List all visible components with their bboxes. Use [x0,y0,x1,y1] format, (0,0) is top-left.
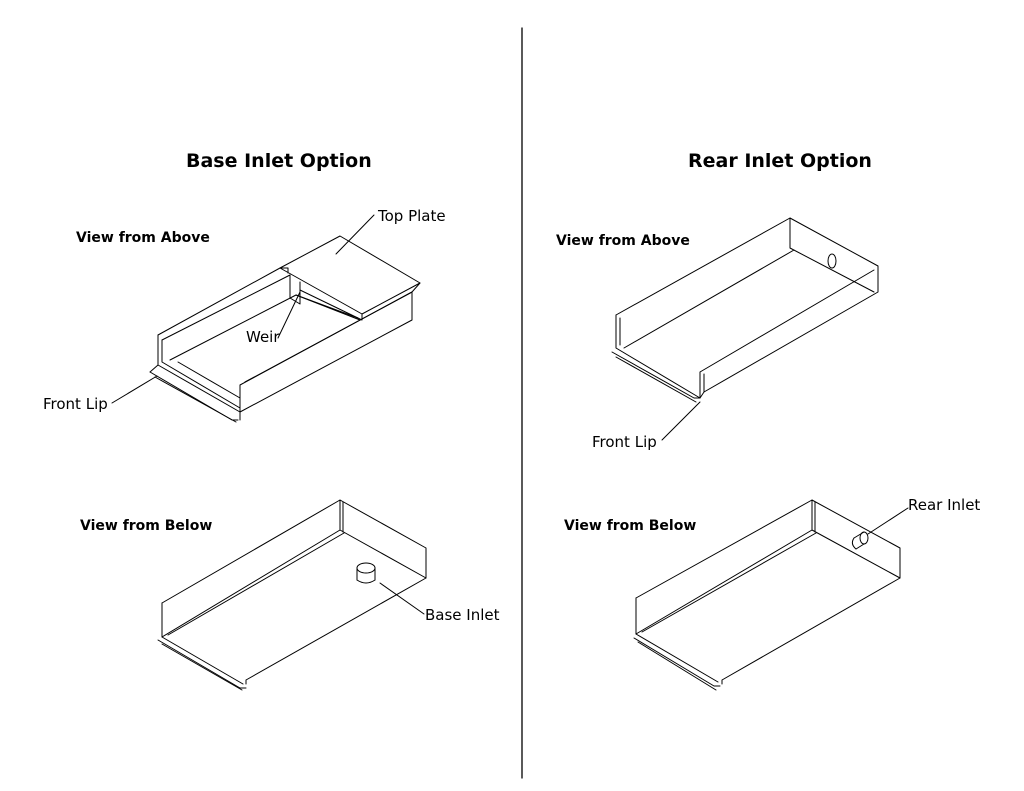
leader-rear-inlet [867,507,909,535]
left-tray-below [157,499,427,691]
callout-front-lip-right: Front Lip [592,433,657,451]
callout-front-lip-left: Front Lip [43,395,108,413]
right-tray-above [611,217,879,403]
left-title: Base Inlet Option [186,150,372,172]
leader-top-plate [335,214,375,255]
right-tray-below [633,499,901,691]
right-title: Rear Inlet Option [688,150,872,172]
left-view-above-label: View from Above [76,230,210,246]
right-view-below-label: View from Below [564,518,697,534]
leader-front-lip-right [661,401,701,441]
leader-base-inlet [379,582,425,615]
left-tray-above [149,235,421,423]
callout-base-inlet: Base Inlet [425,606,500,624]
leader-weir [277,291,301,339]
left-view-below-label: View from Below [80,518,213,534]
right-view-above-label: View from Above [556,233,690,249]
leader-front-lip [111,375,158,404]
callout-top-plate: Top Plate [378,207,446,225]
callout-rear-inlet: Rear Inlet [908,496,981,514]
callout-weir: Weir [246,328,280,346]
